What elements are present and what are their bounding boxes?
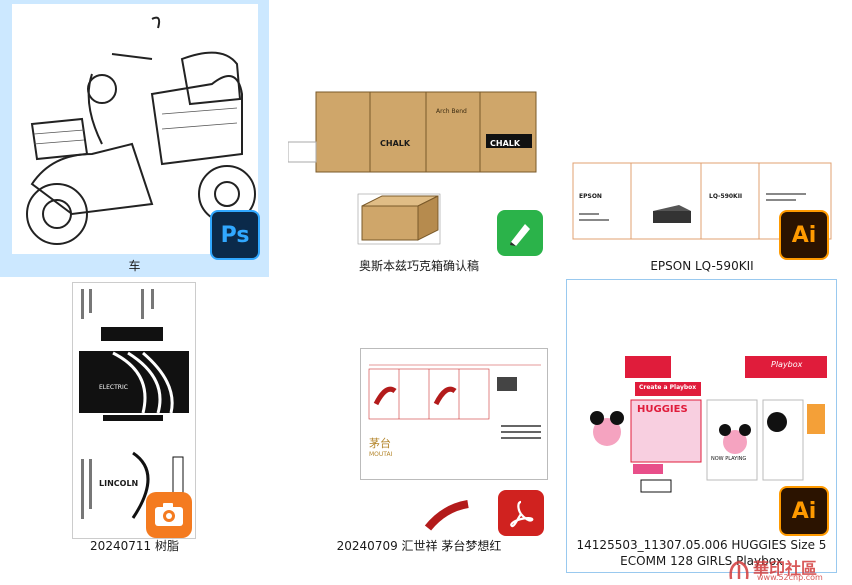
file-tile-resin[interactable]: ELECTRIC LINCOLN 20240711 树脂	[0, 280, 269, 560]
file-tile-che[interactable]: Ps 车	[0, 0, 269, 277]
file-caption: 14125503_11307.05.006 HUGGIES Size 5	[576, 538, 827, 552]
file-caption: 奥斯本兹巧克箱确认稿	[358, 259, 479, 273]
moutai-en-label: MOUTAI	[369, 451, 393, 458]
epson-dieline-thumbnail: EPSON LQ-590KII	[571, 153, 833, 253]
bottle-preview	[424, 500, 474, 534]
scooter-thumbnail	[12, 4, 258, 254]
illustrator-icon: Ai	[779, 210, 829, 260]
watermark-logo: 華印社區 www.52cnp.com	[723, 557, 848, 585]
pdf-icon	[498, 490, 544, 536]
moutai-dieline-thumbnail: 茅台 MOUTAI	[360, 348, 548, 480]
file-tile-huggies[interactable]: HUGGIES Create a Playbox Playbox NOW PLA…	[566, 279, 837, 573]
file-tile-epson[interactable]: EPSON LQ-590KII Ai EPSON LQ-590KII	[567, 0, 837, 277]
watermark-icon	[729, 560, 749, 580]
file-tile-moutai[interactable]: 茅台 MOUTAI 20240709 汇世祥 茅台梦想红	[284, 280, 554, 560]
file-caption: EPSON LQ-590KII	[650, 259, 754, 273]
create-playbox-label: Create a Playbox	[639, 384, 697, 391]
file-caption: 20240709 汇世祥 茅台梦想红	[336, 539, 502, 553]
now-playing-label: NOW PLAYING	[711, 456, 747, 462]
file-caption: 车	[128, 259, 141, 273]
chalk-label: CHALK	[490, 139, 521, 148]
brand-label: Arch Bend	[436, 108, 467, 115]
moutai-cn-label: 茅台	[369, 437, 391, 450]
watermark-url: www.52cnp.com	[757, 573, 823, 582]
epson-brand-label: EPSON	[579, 193, 602, 200]
lincoln-label: LINCOLN	[99, 479, 139, 488]
huggies-dieline-thumbnail: HUGGIES Create a Playbox Playbox NOW PLA…	[575, 352, 829, 512]
electric-label: ELECTRIC	[99, 384, 128, 391]
coreldraw-icon	[497, 210, 543, 256]
photoshop-icon: Ps	[210, 210, 260, 260]
file-tile-chocolate-box[interactable]: Arch Bend CHALK CHALK 奥斯本兹巧克箱确认稿	[284, 0, 554, 277]
file-caption: 20240711 树脂	[90, 539, 179, 553]
image-viewer-icon	[146, 492, 192, 538]
playbox-label: Playbox	[771, 360, 803, 369]
illustrator-icon: Ai	[779, 486, 829, 536]
huggies-label: HUGGIES	[637, 404, 688, 415]
epson-model-label: LQ-590KII	[709, 193, 743, 200]
chalk-label: CHALK	[380, 139, 411, 148]
box-dieline-thumbnail: Arch Bend CHALK CHALK	[288, 82, 550, 252]
watermark-text: 華印社區	[753, 559, 818, 578]
